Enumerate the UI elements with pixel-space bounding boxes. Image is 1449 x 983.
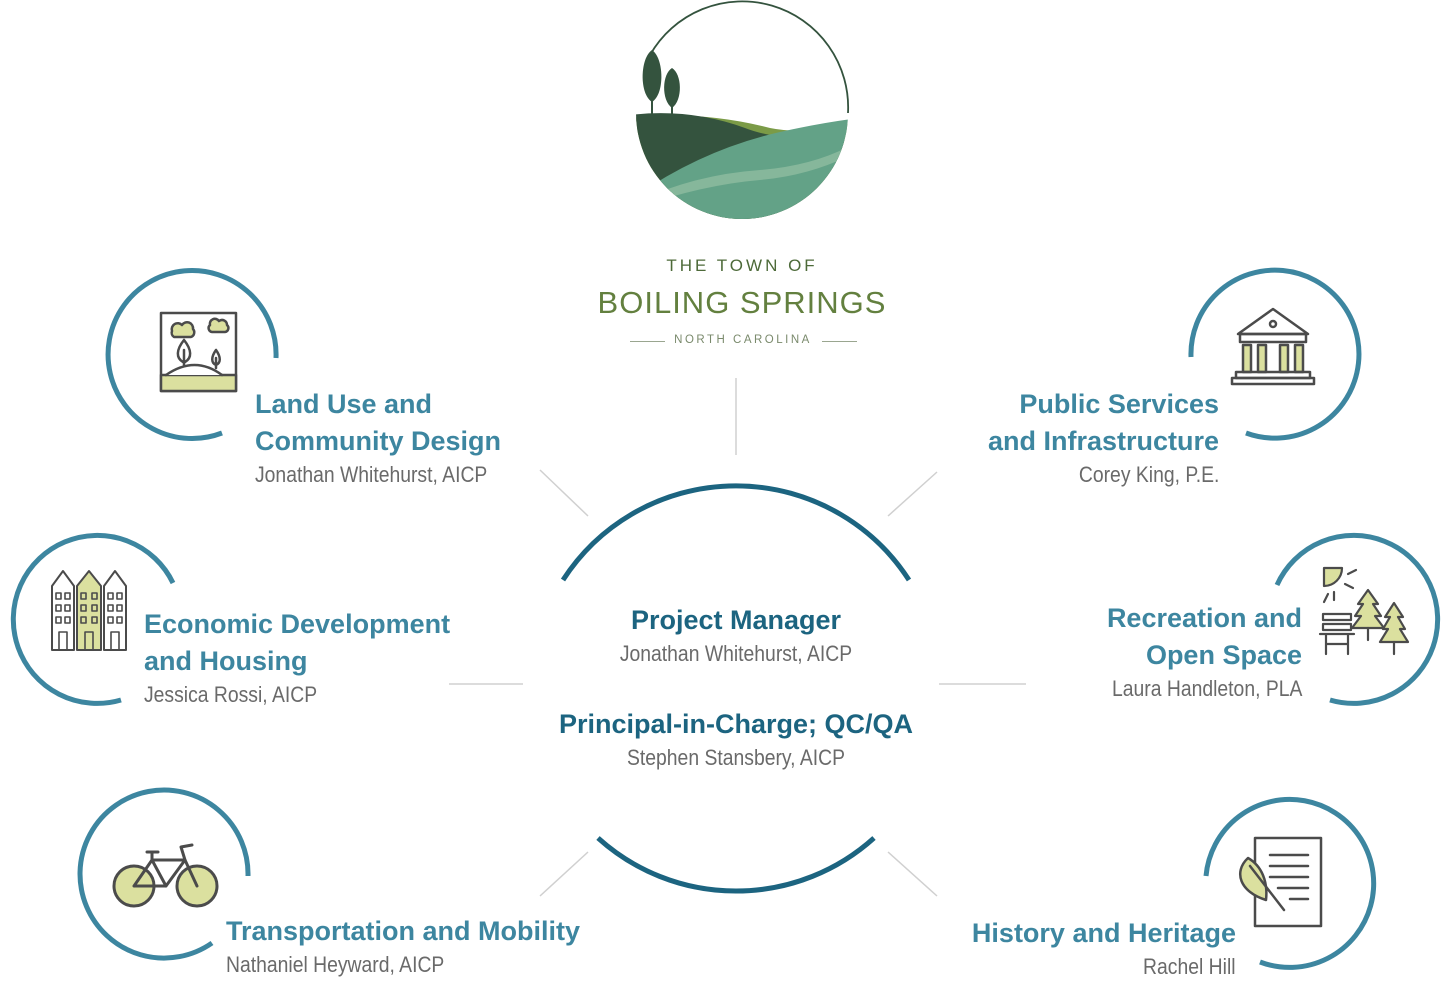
team-lead-name: Nathaniel Heyward, AICP [226, 952, 445, 977]
center-ring-bottom-arc [596, 836, 876, 894]
logo-divider-left [630, 341, 665, 342]
buildings-icon [51, 570, 127, 651]
government-building-icon [1230, 307, 1316, 386]
ring-economic [10, 532, 176, 706]
ring-public-services [1188, 267, 1362, 441]
landscape-frame-icon [159, 311, 238, 393]
project-manager-title: Project Manager [630, 605, 842, 635]
ring-land-use [105, 268, 279, 442]
team-title-line: Community Design [255, 426, 502, 456]
logo-town-label: THE TOWN OF [666, 256, 818, 275]
logo-divider-right [822, 341, 857, 342]
team-lead-name: Jessica Rossi, AICP [144, 682, 318, 707]
team-lead-name: Rachel Hill [1143, 954, 1236, 979]
team-title-line: Public Services [1019, 389, 1219, 419]
connector-history [887, 851, 938, 897]
team-lead-name: Jonathan Whitehurst, AICP [255, 462, 488, 487]
team-title-line: Land Use and [255, 389, 433, 419]
ring-history [1203, 796, 1377, 970]
bicycle-icon [112, 843, 219, 908]
team-title-line: Transportation and Mobility [226, 916, 581, 946]
tree-icon [642, 50, 680, 116]
team-title-line: Open Space [1145, 640, 1302, 670]
ring-recreation [1274, 532, 1441, 706]
team-rings [10, 267, 1441, 970]
connector-transportation [539, 851, 589, 897]
connector-land-use [539, 469, 589, 517]
team-title-line: History and Heritage [971, 918, 1236, 948]
document-quill-icon [1238, 836, 1323, 928]
principal-in-charge-name: Stephen Stansbery, AICP [626, 745, 846, 770]
ring-transportation [77, 787, 251, 961]
town-logo-emblem [636, 0, 850, 219]
team-title-line: and Infrastructure [987, 426, 1219, 456]
team-lead-name: Corey King, P.E. [1078, 462, 1219, 487]
team-title-line: Recreation and [1106, 603, 1302, 633]
project-manager-name: Jonathan Whitehurst, AICP [619, 641, 853, 666]
logo-state-label: NORTH CAROLINA [674, 334, 812, 346]
center-ring-top-arc [560, 483, 912, 582]
connector-public-services [887, 471, 938, 517]
park-bench-trees-icon [1318, 566, 1410, 656]
logo-town-name: BOILING SPRINGS [597, 285, 887, 320]
connector-lines [449, 378, 1026, 897]
logo-partial-ring [649, 0, 850, 114]
center-ring [560, 483, 912, 894]
team-title-line: and Housing [144, 646, 308, 676]
team-lead-name: Laura Handleton, PLA [1111, 676, 1302, 701]
principal-in-charge-title: Principal-in-Charge; QC/QA [558, 709, 914, 739]
team-title-line: Economic Development [144, 609, 451, 639]
